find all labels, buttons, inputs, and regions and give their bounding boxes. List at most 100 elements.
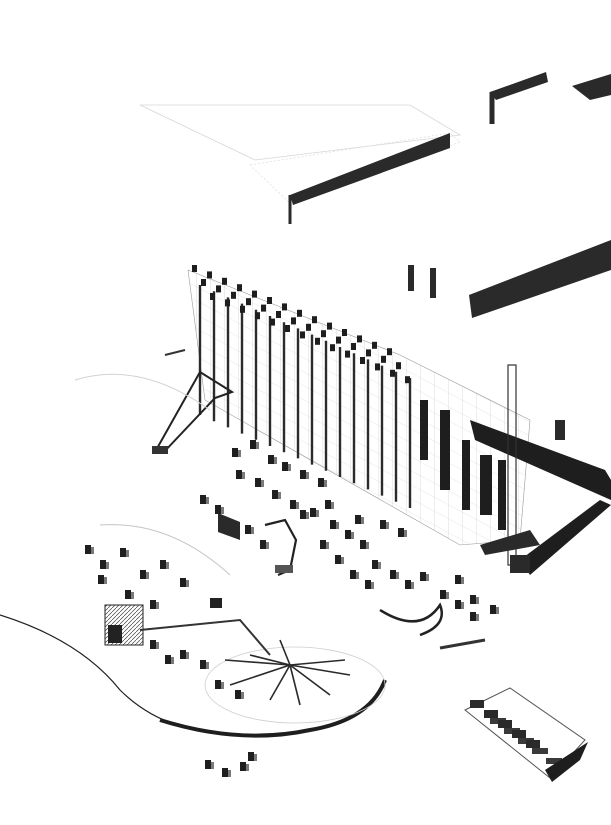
plaza-ray [279,639,291,666]
tree-cluster [85,440,499,777]
tree-block-side [126,550,129,557]
tree-block-side [306,472,309,479]
roof-block [270,318,275,326]
tree-block-side [238,450,241,457]
tree-block [150,640,156,649]
tree-block-side [266,542,269,549]
tree-block [350,570,356,579]
tree-block [160,560,166,569]
tree-block [455,575,461,584]
roof-block [345,350,350,358]
tree-block-side [106,562,109,569]
roof-block [387,348,392,356]
tree-block [470,595,476,604]
tree-block-side [351,532,354,539]
tree-block [235,690,241,699]
tree-block [180,650,186,659]
plaza-ray [289,664,331,696]
tree-block [455,600,461,609]
plaza-ray [269,664,291,701]
tree-block [140,570,146,579]
tree-block-side [461,602,464,609]
roof-block [282,303,287,311]
tree-block [100,560,106,569]
tree-block [360,540,366,549]
tree-block-side [256,442,259,449]
plaza-ray [289,664,351,676]
plaza-ray [229,664,291,686]
tree-block-side [131,592,134,599]
tree-block-side [221,682,224,689]
boat-hull [498,720,512,728]
roof-block [291,317,296,325]
tree-block-side [331,502,334,509]
terrain-edges [0,524,443,738]
tree-block-side [366,542,369,549]
plaza-ray [249,654,291,666]
roof-block [375,363,380,371]
roof-block [216,285,221,293]
tree-block-side [496,607,499,614]
tree-block-side [254,754,257,761]
roof-block [336,336,341,344]
tree-block [372,560,378,569]
tree-block [345,530,351,539]
tree-block [260,540,266,549]
roof-block [222,277,227,285]
tree-block-side [186,580,189,587]
boat-hull [470,700,484,708]
tree-block [325,500,331,509]
tree-block [125,590,131,599]
roof-block [396,362,401,370]
tree-block [180,578,186,587]
plaza-ray [289,659,346,666]
tree-block [380,520,386,529]
tree-block-side [296,502,299,509]
tree-block-side [361,517,364,524]
roof-block [192,265,197,272]
tree-block [318,478,324,487]
tree-block [420,572,426,581]
plaza-ray [224,659,291,666]
tree-block [335,555,341,564]
tree-block [272,490,278,499]
roof-block [255,312,260,320]
tree-block-side [261,480,264,487]
background-buildings [139,72,611,440]
tree-block [355,515,361,524]
roof-block [372,341,377,349]
roof-block [405,376,410,384]
tree-block-side [288,464,291,471]
roof-block [240,305,245,313]
roof-block [285,325,290,332]
tree-block [245,525,251,534]
roof-block [315,337,320,345]
tree-block [255,478,261,487]
tree-block-side [228,770,231,777]
tree-block [222,768,228,777]
tree-block [165,655,171,664]
roof-block [357,335,362,343]
roof-block [366,349,371,357]
roof-block [360,357,365,364]
tree-block-side [326,542,329,549]
tree-block [470,612,476,621]
roof-block [312,316,317,324]
tree-block [440,590,446,599]
tree-block-side [341,557,344,564]
roof-block [306,323,311,331]
tree-block-side [461,577,464,584]
central-pavilion [218,513,298,577]
tree-block [150,600,156,609]
tree-block-side [278,492,281,499]
tree-block-side [171,657,174,664]
boat-hull [512,730,526,738]
tree-block-side [186,652,189,659]
tree-block [200,660,206,669]
tree-block-side [156,642,159,649]
roof-block [225,299,230,307]
tree-block [300,470,306,479]
tree-block [240,762,246,771]
tree-block-side [316,510,319,517]
